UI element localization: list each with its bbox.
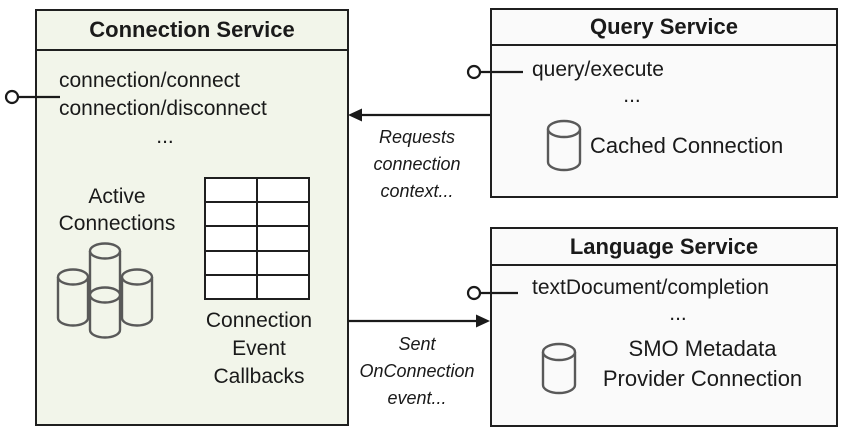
callback-table-cell (206, 251, 256, 274)
connection-service-title: Connection Service (37, 11, 347, 51)
connection-event-callbacks-label: Connection Event Callbacks (205, 309, 313, 388)
callback-table-cell (258, 227, 308, 250)
callback-table-cell (206, 275, 256, 298)
callback-table (204, 177, 310, 300)
connection-service-methods: connection/connect connection/disconnect… (59, 67, 271, 151)
sent-onconnection-event-label: Sent OnConnection event... (359, 334, 475, 408)
method-textdocument-completion: textDocument/completion (532, 276, 769, 299)
requests-connection-context-label: Requests connection context... (373, 127, 461, 201)
language-methods-ellipsis: ... (669, 302, 687, 325)
callback-table-cell (258, 275, 308, 298)
smo-metadata-provider-connection-label: SMO Metadata Provider Connection (602, 336, 803, 391)
language-service-title: Language Service (492, 229, 836, 266)
connection-service-box: Connection Service connection/connect co… (35, 9, 349, 426)
callback-table-cell (258, 179, 308, 202)
query-service-methods: query/execute ... (532, 57, 732, 109)
query-methods-ellipsis: ... (623, 84, 641, 107)
method-connection-connect: connection/connect (59, 69, 240, 92)
method-connection-disconnect: connection/disconnect (59, 97, 267, 120)
callback-table-cell (258, 203, 308, 226)
callback-table-cell (206, 179, 256, 202)
onconnection-arrow (348, 314, 490, 328)
cached-connection-label: Cached Connection (590, 133, 784, 158)
callback-table-cell (206, 227, 256, 250)
requests-arrow (348, 108, 490, 122)
language-service-methods: textDocument/completion ... (532, 275, 824, 327)
active-connections-label: Active Connections (58, 185, 176, 235)
callback-table-cell (258, 251, 308, 274)
query-service-title: Query Service (492, 10, 836, 46)
callback-table-cell (206, 203, 256, 226)
language-service-box: Language Service textDocument/completion… (490, 227, 838, 427)
method-query-execute: query/execute (532, 58, 664, 81)
query-service-box: Query Service query/execute ... Cached C… (490, 8, 838, 198)
connection-methods-ellipsis: ... (156, 125, 174, 148)
